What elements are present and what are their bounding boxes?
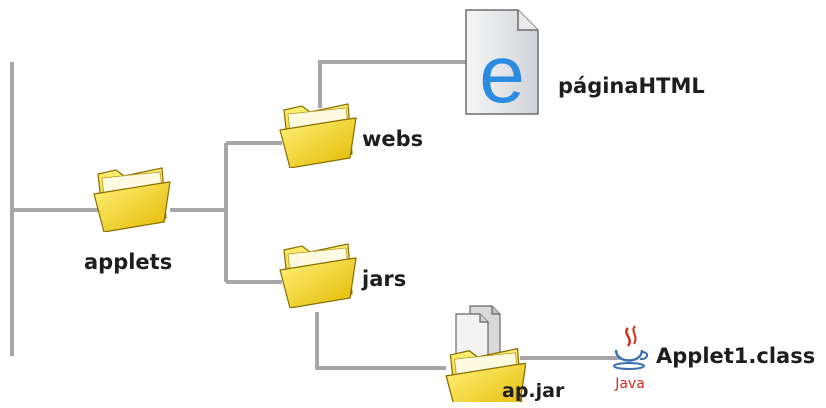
class-file-node[interactable]: Java: [608, 324, 652, 398]
jars-to-jar-line: [315, 312, 446, 370]
java-logo-text: Java: [614, 376, 645, 392]
jars-folder-node[interactable]: [276, 236, 358, 312]
jar-folder-with-documents-icon: [440, 305, 526, 402]
applets-folder-node[interactable]: [90, 160, 172, 236]
java-cup-icon: Java: [613, 325, 648, 392]
jar-file-label: ap.jar: [502, 380, 565, 402]
html-file-node[interactable]: e: [462, 8, 542, 122]
jar-file-node[interactable]: [440, 302, 526, 406]
webs-label: webs: [362, 127, 424, 151]
jars-label: jars: [362, 267, 407, 291]
stacked-documents-icon: [455, 305, 501, 363]
folder-icon: [90, 160, 172, 232]
folder-icon: [276, 96, 358, 168]
html-file-label: páginaHTML: [558, 74, 705, 98]
html-glyph-e: e: [479, 29, 525, 118]
folder-icon: [276, 236, 358, 308]
applets-label: applets: [84, 250, 173, 274]
webs-folder-node[interactable]: [276, 96, 358, 172]
webs-to-html-line: [318, 60, 468, 108]
class-file-label: Applet1.class: [656, 344, 816, 368]
html-document-icon: e: [465, 9, 539, 120]
